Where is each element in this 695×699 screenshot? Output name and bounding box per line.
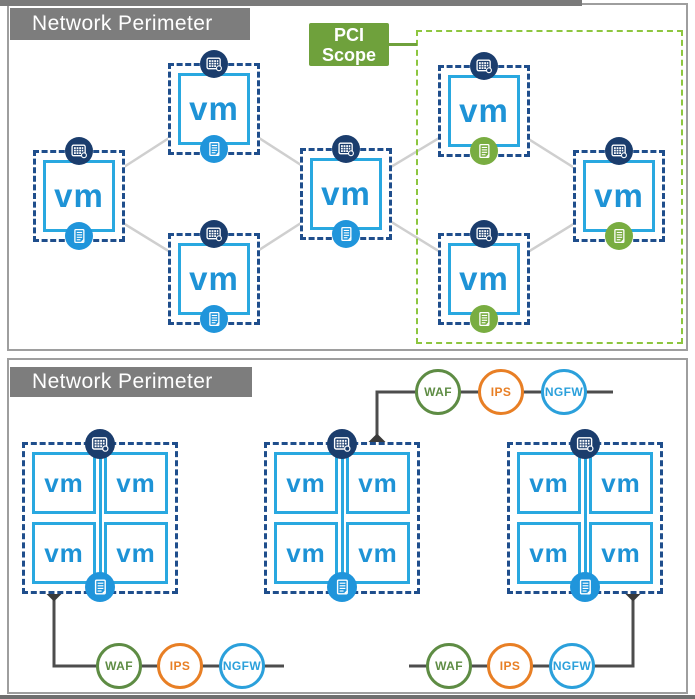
vm-cluster: vm vm vm vm (264, 442, 420, 594)
network-perimeter-header: Network Perimeter (10, 8, 250, 40)
vm-logo: vm (583, 160, 655, 232)
ips-node: IPS (157, 643, 203, 689)
vm-logo: vm (517, 452, 581, 514)
vm-logo: vm (346, 452, 410, 514)
firewall-icon (605, 137, 633, 170)
policy-document-icon (200, 305, 228, 338)
firewall-icon (65, 137, 93, 170)
vm-logo: vm (589, 452, 653, 514)
vm-host-box-pci: vm (438, 65, 530, 157)
vm-logo: vm (517, 522, 581, 584)
cluster-bus-line (583, 437, 587, 599)
bottom-edge-bar (0, 695, 695, 699)
vm-logo: vm (274, 452, 338, 514)
cluster-bus-line (98, 437, 102, 599)
firewall-icon (327, 429, 357, 464)
vm-logo: vm (104, 522, 168, 584)
ngfw-node: NGFW (549, 643, 595, 689)
policy-document-icon (470, 305, 498, 338)
vm-host-box-pci: vm (438, 233, 530, 325)
policy-document-icon (200, 135, 228, 168)
vm-host-box: vm (168, 233, 260, 325)
vm-cluster: vm vm vm vm (507, 442, 663, 594)
firewall-icon (470, 220, 498, 253)
policy-document-icon (327, 572, 357, 607)
cluster-bus-line (340, 437, 344, 599)
vm-logo: vm (32, 522, 96, 584)
policy-document-icon (470, 137, 498, 170)
firewall-icon (200, 220, 228, 253)
top-edge-bar (0, 0, 582, 6)
network-perimeter-panel-bottom: Network Perimeter vm vm vm vm vm vm vm v… (7, 358, 688, 694)
vm-logo: vm (32, 452, 96, 514)
ips-node: IPS (487, 643, 533, 689)
network-perimeter-panel-top: PCI Scope Network Perimeter vm vm vm vm … (7, 3, 688, 351)
vm-logo: vm (589, 522, 653, 584)
pci-scope-boundary (416, 30, 683, 344)
ngfw-node: NGFW (219, 643, 265, 689)
vm-logo: vm (104, 452, 168, 514)
vm-host-box-pci: vm (573, 150, 665, 242)
firewall-icon (570, 429, 600, 464)
vm-cluster: vm vm vm vm (22, 442, 178, 594)
policy-document-icon (85, 572, 115, 607)
waf-node: WAF (96, 643, 142, 689)
firewall-icon (470, 52, 498, 85)
policy-document-icon (332, 220, 360, 253)
policy-document-icon (605, 222, 633, 255)
pci-scope-label-line1: PCI (333, 24, 364, 45)
ngfw-node: NGFW (541, 369, 587, 415)
firewall-icon (200, 50, 228, 83)
pci-scope-connector-line (388, 43, 417, 46)
policy-document-icon (570, 572, 600, 607)
firewall-icon (332, 135, 360, 168)
policy-document-icon (65, 222, 93, 255)
pci-scope-label-line2: Scope (321, 44, 377, 65)
pci-scope-label: PCI Scope (309, 23, 389, 66)
firewall-icon (85, 429, 115, 464)
vm-host-box: vm (33, 150, 125, 242)
waf-node: WAF (426, 643, 472, 689)
vm-host-box: vm (300, 148, 392, 240)
vm-host-box: vm (168, 63, 260, 155)
network-perimeter-header: Network Perimeter (10, 367, 252, 397)
vm-logo: vm (274, 522, 338, 584)
ips-node: IPS (478, 369, 524, 415)
vm-logo: vm (346, 522, 410, 584)
network-perimeter-header-label: Network Perimeter (32, 12, 213, 35)
waf-node: WAF (415, 369, 461, 415)
network-perimeter-header-label: Network Perimeter (32, 370, 213, 393)
